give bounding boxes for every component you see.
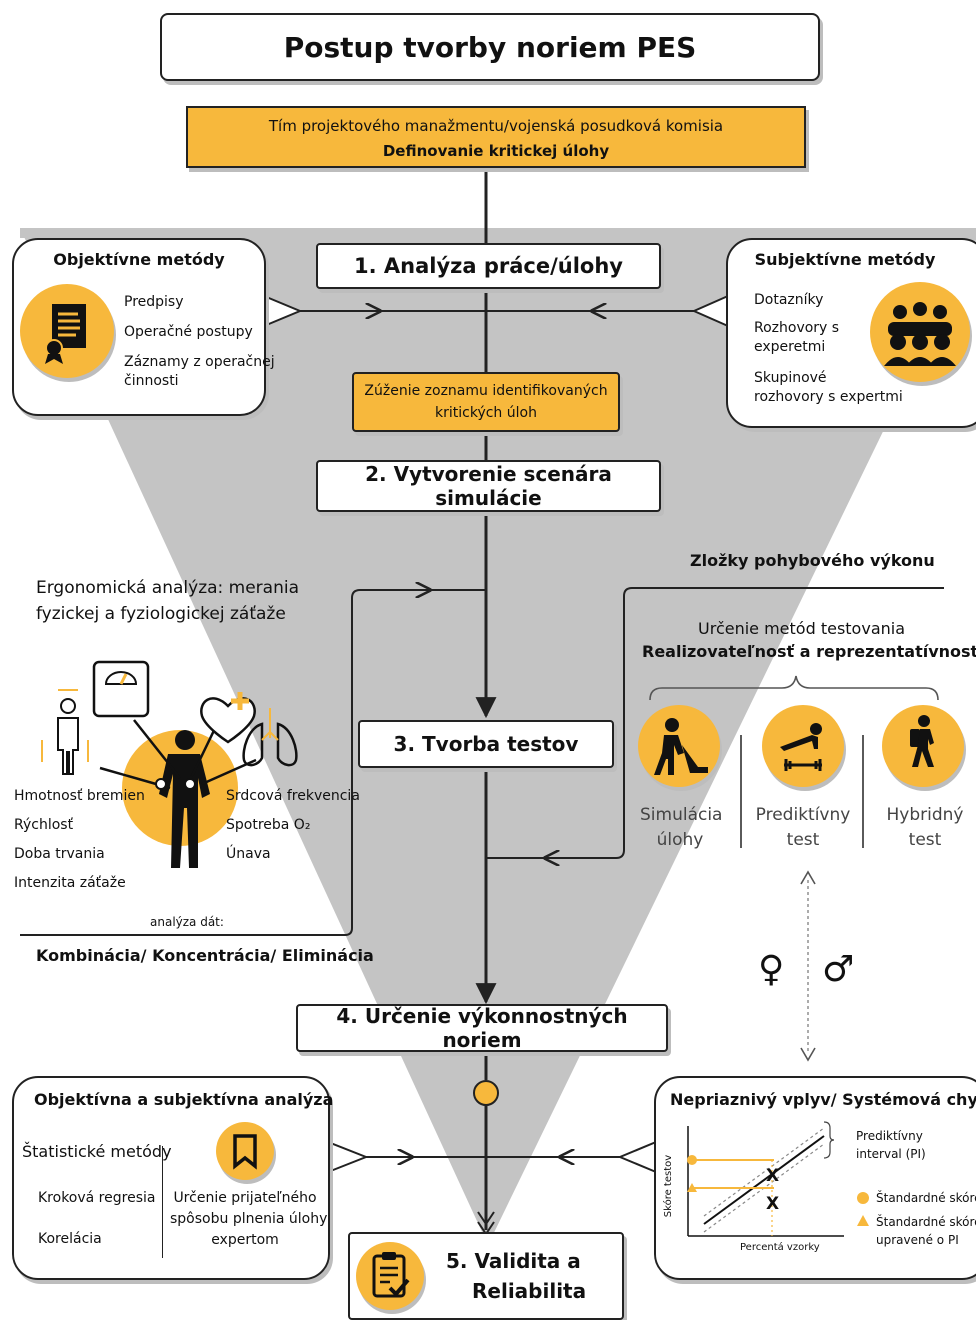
data-analysis-label: analýza dát: [150,915,224,929]
analysis-item-1: Kroková regresia [38,1190,156,1206]
adverse-legend-2-line1: Štandardné skóre [876,1215,976,1229]
group-people-icon [884,302,956,366]
scale-icon [92,660,150,718]
subjective-item-2: Rozhovory s [754,320,840,336]
ergonomic-left-4: Intenzita záťaže [14,875,126,891]
hiker-icon [910,715,934,767]
adverse-x-mark-2: X [766,1194,780,1214]
subjective-item-3: experetmi [754,339,826,355]
adverse-callout: Nepriaznivý vplyv/ Systémová chyba [654,1076,976,1280]
soldier-silhouette-icon [159,730,210,868]
step-4-label: 4. Určenie výkonnostných noriem [336,1004,628,1052]
analysis-item-2: Korelácia [38,1231,102,1247]
adverse-pi-line2: interval (PI) [856,1147,926,1161]
ergonomic-illustration [41,660,298,868]
lungs-icon [242,722,298,767]
predictive-icon-circle [762,705,844,787]
step-5-line1: 5. Validita a [446,1249,581,1273]
test-3-line2: test [908,830,942,850]
page-title: Postup tvorby noriem PES [283,30,697,64]
adverse-xlabel: Percentá vzorky [740,1242,820,1253]
objective-item-4: činnosti [124,373,179,389]
clipboard-check-icon [372,1252,410,1298]
objective-item-3: Záznamy z operačnej [124,354,275,370]
male-symbol: ♂ [822,949,855,990]
adverse-pi-line1: Prediktívny [856,1129,923,1143]
subjective-item-4: Skupinové [754,370,827,386]
document-icon-circle [20,284,114,378]
acceptance-line3: expertom [211,1232,279,1248]
adverse-legend-1: Štandardné skóre [876,1191,976,1205]
analysis-divider [162,1146,163,1258]
simulation-icon-circle [638,705,720,787]
analysis-stat: Štatistické metódy [22,1142,172,1161]
person-outline-icon [57,698,79,775]
ergonomic-line1: Ergonomická analýza: merania [36,578,300,598]
motor-methods-line2: Realizovateľnosť a reprezentatívnosť [642,642,976,661]
group-icon-circle [870,282,970,382]
adverse-legend-2-line2: upravené o PI [876,1233,959,1247]
test-3-line1: Hybridný [886,805,964,825]
bookmark-icon [233,1134,257,1170]
team-line1: Tím projektového manažmentu/vojenská pos… [268,117,724,135]
test-1-line2: úlohy [656,830,704,850]
female-symbol: ♀ [758,949,785,990]
test-2-line2: test [786,830,820,850]
step-4-box: 4. Určenie výkonnostných noriem [296,1004,668,1052]
bookmark-icon-circle [216,1122,274,1180]
step-5-line2: Reliabilita [472,1279,587,1303]
document-icon [45,304,86,364]
narrowing-box: Zúženie zoznamu identifikovaných kritick… [352,372,620,432]
analysis-title: Objektívna a subjektívna analýza [34,1090,334,1109]
adverse-ylabel: Skóre testov [663,1154,675,1218]
worker-shovel-icon [654,718,708,775]
ergonomic-left-1: Hmotnosť bremien [14,788,145,804]
step-2-box: 2. Vytvorenie scenára simulácie [316,460,661,512]
ergonomic-line2: fyzickej a fyziologickej záťaže [36,604,286,624]
heart-plus-icon [200,697,256,744]
motor-title: Zložky pohybového výkonu [690,551,935,570]
ergonomic-left-2: Rýchlosť [14,817,74,833]
narrowing-line1: Zúženie zoznamu identifikovaných [364,383,608,399]
objective-item-1: Predpisy [124,294,184,310]
subjective-item-5: rozhovory s expertmi [754,389,903,405]
checklist-icon-circle [356,1242,424,1310]
pushup-icon [780,723,822,771]
adverse-x-mark-1: X [766,1166,780,1186]
test-2-line1: Prediktívny [755,805,851,825]
ergonomic-right-3: Únava [226,846,271,862]
subjective-methods-callout: Subjektívne metódy Dotazníky Rozhovory s… [726,238,976,428]
step-3-box: 3. Tvorba testov [358,720,614,768]
step-5-box: 5. Validita a Reliabilita [348,1232,624,1320]
adverse-title: Nepriaznivý vplyv/ Systémová chyba [670,1090,976,1109]
motor-methods-line1: Určenie metód testovania [698,619,906,638]
step-1-box: 1. Analýza práce/úlohy [316,243,661,289]
step-3-label: 3. Tvorba testov [393,732,579,756]
step-2-label: 2. Vytvorenie scenára simulácie [365,462,612,510]
test-1-line1: Simulácia [640,805,723,825]
adverse-mini-chart [687,1121,869,1237]
objective-item-2: Operačné postupy [124,324,253,340]
step-1-label: 1. Analýza práce/úlohy [353,254,623,278]
ergonomic-right-2: Spotreba O₂ [226,817,311,833]
subjective-item-1: Dotazníky [754,292,824,308]
ergonomic-right-1: Srdcová frekvencia [226,788,360,804]
objective-methods-callout: Objektívne metódy Predpisy Operačné post… [12,238,275,416]
combination-label: Kombinácia/ Koncentrácia/ Eliminácia [36,946,374,965]
objective-methods-title: Objektívne metódy [53,250,225,269]
team-box: Tím projektového manažmentu/vojenská pos… [186,106,806,168]
ergonomic-left-3: Doba trvania [14,846,105,862]
team-line2: Definovanie kritickej úlohy [382,142,610,160]
acceptance-line1: Určenie prijateľného [173,1190,317,1206]
hybrid-icon-circle [882,705,964,787]
narrowing-line2: kritických úloh [435,405,537,421]
analysis-callout: Objektívna a subjektívna analýza Štatist… [12,1076,334,1280]
subjective-methods-title: Subjektívne metódy [754,250,936,269]
acceptance-line2: spôsobu plnenia úlohy [170,1211,328,1227]
page-title-box: Postup tvorby noriem PES [160,13,820,81]
